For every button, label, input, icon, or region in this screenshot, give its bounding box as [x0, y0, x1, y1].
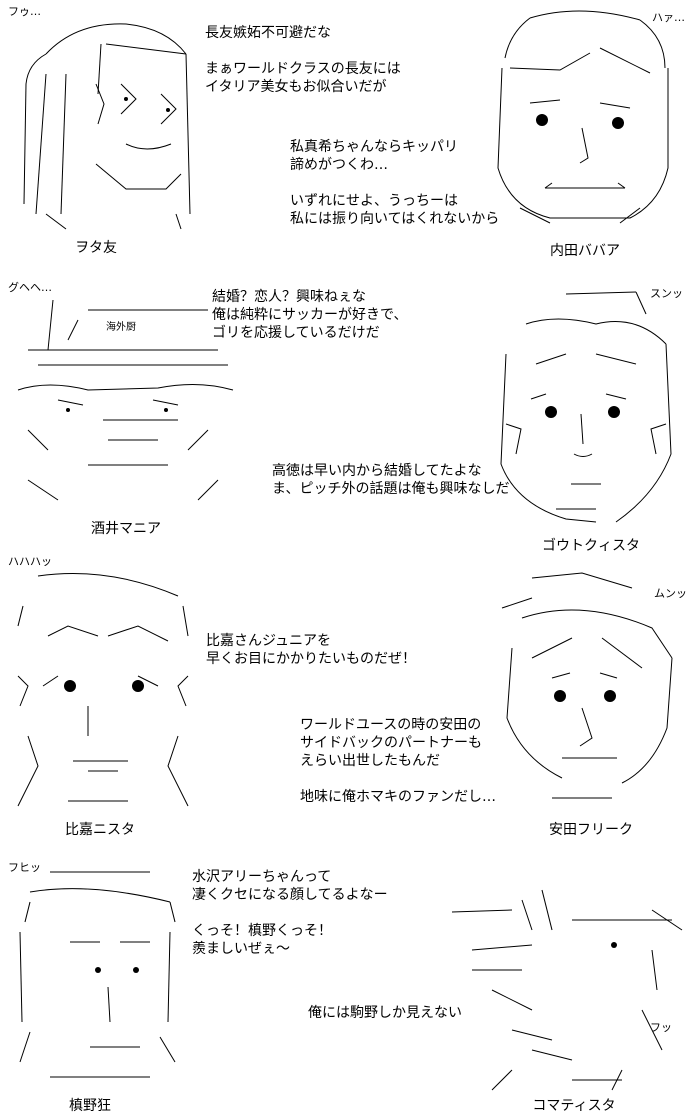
dialogue-yasuda: ワールドユースの時の安田の サイドバックのパートナーも えらい出世したもんだ 地…: [300, 716, 496, 806]
dialogue-line: 地味に俺ホマキのファンだし…: [300, 789, 496, 805]
dialogue-uchida: 私真希ちゃんならキッパリ 諦めがつくわ… いずれにせよ、うっちーは 私には振り向…: [290, 138, 499, 228]
yasuda-ascii-art: [501, 572, 673, 799]
dialogue-line: 俺には駒野しか見えない: [308, 1005, 462, 1021]
character-name-higa: 比嘉ニスタ: [65, 822, 135, 838]
dialogue-line: 俺は純粋にサッカーが好きで、: [212, 307, 408, 323]
dialogue-line: ゴリを応援しているだけだ: [212, 325, 380, 341]
dialogue-line: 長友嫉妬不可避だな: [205, 25, 331, 41]
dialogue-line: 諦めがつくわ…: [290, 157, 388, 173]
character-name-yasuda: 安田フリーク: [549, 822, 633, 838]
sfx-makino: フヒッ: [8, 861, 41, 874]
dialogue-line: 私には振り向いてはくれないから: [290, 211, 500, 227]
dialogue-koma: 俺には駒野しか見えない: [308, 1004, 462, 1022]
dialogue-line: 水沢アリーちゃんって: [192, 869, 332, 885]
dialogue-line: くっそ！槙野くっそ！: [192, 923, 332, 939]
sfx-higa: ハハハッ: [8, 555, 52, 568]
dialogue-wotatomo: 長友嫉妬不可避だな まぁワールドクラスの長友には イタリア美女もお似合いだが: [205, 24, 401, 96]
dialogue-line: えらい出世したもんだ: [300, 753, 440, 769]
dialogue-line: イタリア美女もお似合いだが: [205, 79, 387, 95]
dialogue-line: 早くお目にかかりたいものだぜ！: [206, 651, 416, 667]
sfx-gotoku: スンッ: [650, 287, 683, 300]
dialogue-line: 結婚？恋人？興味ねぇな: [212, 289, 366, 305]
dialogue-makino: 水沢アリーちゃんって 凄くクセになる顔してるよなー くっそ！槙野くっそ！ 羨まし…: [192, 868, 388, 958]
dialogue-line: ま、ピッチ外の話題は俺も興味なしだ: [272, 481, 510, 497]
character-name-wotatomo: ヲタ友: [75, 240, 117, 256]
tag-kaigaichu: 海外厨: [106, 322, 136, 333]
wotatomo-ascii-art: [23, 23, 191, 230]
dialogue-line: いずれにせよ、うっちーは: [290, 193, 458, 209]
dialogue-line: 比嘉さんジュニアを: [206, 633, 332, 649]
sfx-uchida: ハァ…: [652, 11, 685, 24]
dialogue-line: [300, 770, 496, 788]
dialogue-line: 凄くクセになる顔してるよなー: [192, 887, 388, 903]
dialogue-line: 高徳は早い内から結婚してたよな: [272, 463, 482, 479]
dialogue-line: [205, 42, 401, 60]
character-name-koma: コマティスタ: [532, 1098, 616, 1114]
character-name-sakai: 酒井マニア: [91, 521, 161, 537]
uchida-ascii-art: [497, 10, 669, 224]
koma-ascii-art: [451, 889, 683, 1091]
makino-ascii-art: [19, 871, 176, 1078]
character-name-uchida: 内田ババア: [550, 243, 620, 259]
dialogue-sakai: 結婚？恋人？興味ねぇな 俺は純粋にサッカーが好きで、 ゴリを応援しているだけだ: [212, 288, 407, 342]
character-name-makino: 槙野狂: [69, 1098, 111, 1114]
dialogue-line: [290, 174, 499, 192]
sakai-ascii-art: [17, 299, 234, 501]
sfx-yasuda: ムンッ: [654, 587, 687, 600]
dialogue-line: [192, 904, 388, 922]
dialogue-line: サイドバックのパートナーも: [300, 735, 482, 751]
dialogue-line: 羨ましいぜぇ～: [192, 941, 290, 957]
gotoku-ascii-art: [500, 291, 672, 523]
sfx-koma: フッ: [650, 1021, 672, 1034]
dialogue-gotoku: 高徳は早い内から結婚してたよな ま、ピッチ外の話題は俺も興味なしだ: [272, 462, 509, 498]
sfx-wotatomo: フゥ…: [8, 5, 41, 18]
character-name-gotoku: ゴウトクィスタ: [542, 538, 640, 554]
dialogue-line: ワールドユースの時の安田の: [300, 717, 482, 733]
dialogue-line: 私真希ちゃんならキッパリ: [290, 139, 458, 155]
sfx-sakai: グヘヘ…: [8, 281, 52, 294]
dialogue-higa: 比嘉さんジュニアを 早くお目にかかりたいものだぜ！: [206, 632, 416, 668]
higa-ascii-art: [17, 573, 189, 807]
dialogue-line: まぁワールドクラスの長友には: [205, 61, 401, 77]
